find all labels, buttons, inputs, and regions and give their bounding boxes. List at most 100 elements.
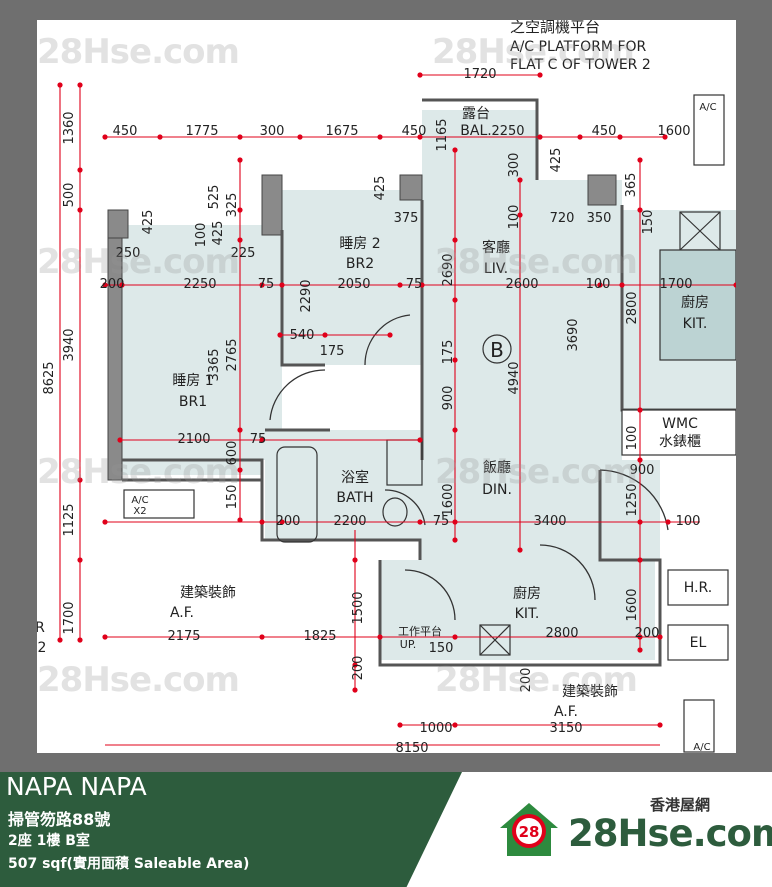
platform-label-cn: 之空調機平台 — [510, 20, 600, 36]
dimension-dot — [637, 557, 643, 563]
left-edge-2: 2 — [38, 640, 47, 656]
balcony-label-en: BAL. — [460, 123, 491, 139]
dim-3150: 3150 — [549, 721, 582, 736]
sink — [479, 624, 511, 656]
ac-top-right-label: A/C — [699, 102, 716, 113]
dim-2765: 2765 — [225, 338, 240, 371]
dimension-dot — [397, 722, 403, 728]
living-label-cn: 客廳 — [482, 239, 510, 256]
estate-address: 掃管笏路88號 — [8, 810, 111, 829]
dim-250: 250 — [116, 246, 141, 261]
dim-100a: 100 — [507, 205, 522, 230]
dimension-dot — [417, 437, 423, 443]
dimension-dot — [102, 282, 108, 288]
dimension-dot — [665, 519, 671, 525]
dimension-dot — [617, 134, 623, 140]
hr-box — [667, 569, 729, 606]
dimension-dot — [452, 237, 458, 243]
kitchen-right-label-cn: 廚房 — [681, 294, 709, 311]
dimension-dots — [57, 72, 736, 728]
dimension-dot — [237, 157, 243, 163]
dimension-dot — [277, 332, 283, 338]
door-br1 — [269, 369, 326, 421]
dim-2690: 2690 — [441, 253, 456, 286]
dim-500: 500 — [62, 183, 77, 208]
dim-540: 540 — [290, 328, 315, 343]
dimension-dot — [597, 282, 603, 288]
dimension-dot — [57, 637, 63, 643]
dimension-dot — [77, 82, 83, 88]
dining-label-cn: 飯廳 — [483, 459, 511, 476]
dimension-dot — [452, 634, 458, 640]
dim-325: 325 — [225, 193, 240, 218]
dim-1825: 1825 — [303, 629, 336, 644]
dimension-dot — [517, 212, 523, 218]
bathtub — [276, 446, 318, 543]
dim-100c: 100 — [586, 277, 611, 292]
wall-column-b — [399, 174, 423, 201]
dim-2600: 2600 — [505, 277, 538, 292]
dimension-dot — [352, 557, 358, 563]
dim-2050: 2050 — [337, 277, 370, 292]
room-br1-lower-fill — [122, 460, 262, 475]
room-br2-fill — [282, 190, 422, 365]
ac-unit-bottom-right — [683, 699, 715, 753]
dimension-dot — [157, 134, 163, 140]
dim-100d: 100 — [625, 426, 640, 451]
dim-150a: 150 — [641, 210, 656, 235]
dim-8150: 8150 — [395, 741, 428, 753]
dim-525: 525 — [207, 185, 222, 210]
room-br1-fill — [122, 225, 282, 460]
dimension-dot — [77, 167, 83, 173]
dim-300b: 300 — [507, 153, 522, 178]
dimension-dot — [537, 72, 543, 78]
dimension-dot — [452, 147, 458, 153]
dim-375: 375 — [394, 211, 419, 226]
dimension-dot — [57, 82, 63, 88]
dim-1775: 1775 — [185, 124, 218, 139]
dim-1125: 1125 — [62, 503, 77, 536]
dimension-dot — [517, 177, 523, 183]
brand-name-en: 28Hse.com — [568, 812, 772, 855]
brand-badge-text: 28 — [519, 823, 540, 841]
dim-100b: 100 — [194, 223, 209, 248]
dim-75a: 75 — [258, 277, 275, 292]
sink-cross — [479, 624, 511, 656]
dimension-labels-horizontal: 1720 450 1775 300 1675 450 2250 450 1600… — [100, 67, 701, 753]
brand-name-cn: 香港屋網 — [650, 796, 711, 814]
ac-unit-top-right — [693, 94, 725, 166]
dimension-dot — [417, 134, 423, 140]
dimension-dot — [419, 282, 425, 288]
kitchen-label-cn: 廚房 — [513, 585, 541, 602]
dimension-dot — [387, 332, 393, 338]
af-bottom-label-cn: 建築裝飾 — [562, 684, 618, 700]
dim-175a: 175 — [320, 344, 345, 359]
footer: NAPA NAPA 掃管笏路88號 2座 1樓 B室 507 sqf(實用面積 … — [0, 772, 772, 887]
door-br2 — [364, 314, 411, 366]
dim-300a: 300 — [260, 124, 285, 139]
left-edge-r: R — [37, 620, 45, 636]
dimension-dot — [237, 237, 243, 243]
dimension-dot — [619, 282, 625, 288]
dim-2175: 2175 — [167, 629, 200, 644]
dimension-dot — [637, 519, 643, 525]
dimension-dot — [733, 282, 736, 288]
dim-450b: 450 — [402, 124, 427, 139]
dim-425d: 425 — [211, 221, 226, 246]
room-dining-lower-fill — [420, 460, 660, 560]
flat-marker-label: B — [490, 338, 504, 362]
wall-line-a — [122, 458, 422, 560]
stove-cross — [679, 211, 721, 251]
dim-150c: 150 — [429, 641, 454, 656]
dimension-dot — [637, 634, 643, 640]
dim-2800a: 2800 — [625, 291, 640, 324]
wall-column-a — [261, 174, 283, 236]
hr-label: H.R. — [684, 580, 712, 596]
wmc-box — [621, 409, 736, 456]
dimension-dot — [452, 297, 458, 303]
dim-1250: 1250 — [625, 483, 640, 516]
dim-425b: 425 — [373, 176, 388, 201]
utility-label-cn: 工作平台 — [398, 624, 442, 638]
dimension-dot — [452, 357, 458, 363]
dim-1500: 1500 — [351, 591, 366, 624]
